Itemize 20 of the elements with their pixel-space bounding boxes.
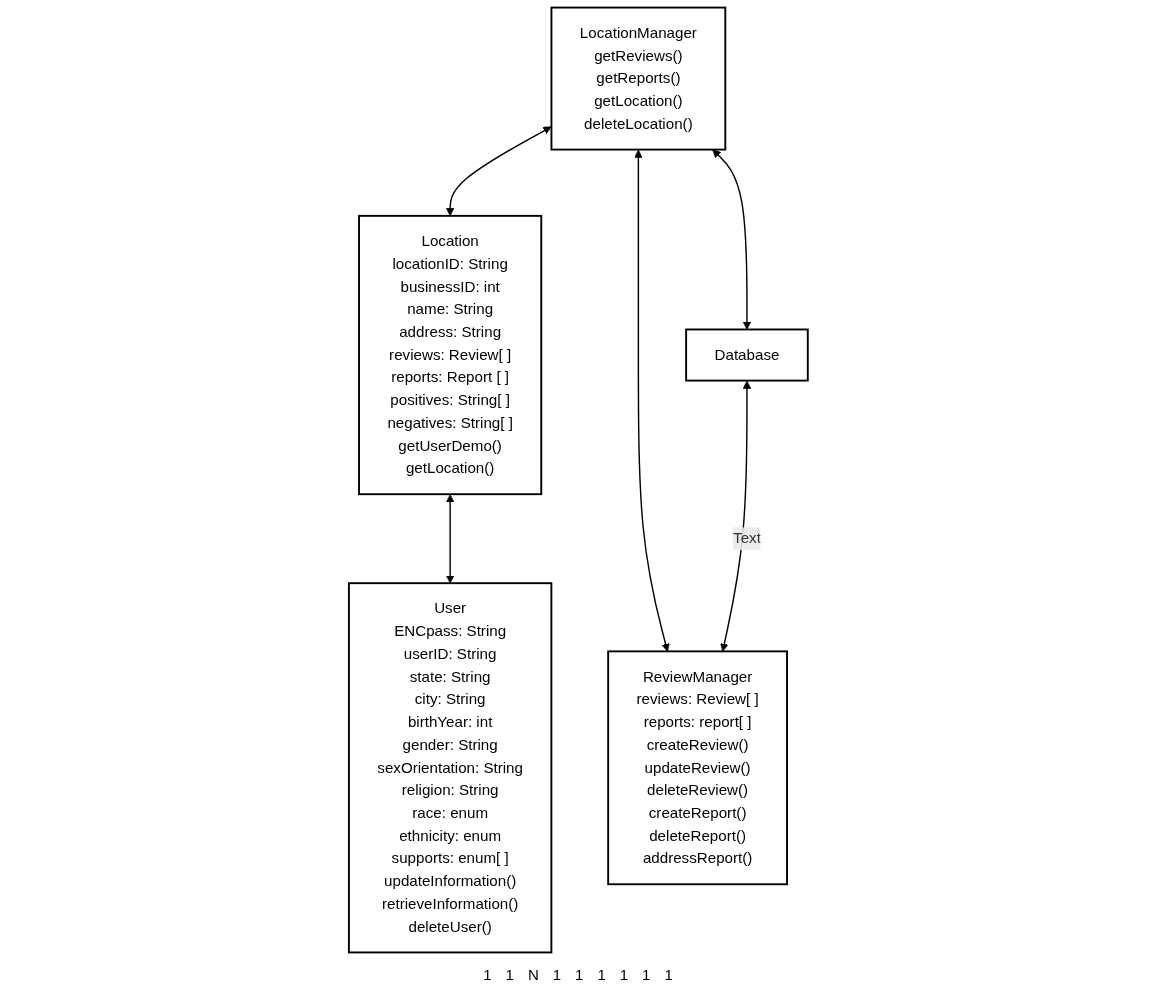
multiplicity-label: 1: [597, 966, 606, 983]
multiplicity-label: 1: [552, 966, 562, 983]
node-box: Location locationID: String businessID: int name: String address: String reviews: Review[ ] reports: Report [ ] positives: String[ ] negatives: String[ ] getUserDemo() getLocation(): [357, 214, 542, 496]
arrow: [445, 494, 454, 584]
multiplicity-label: 1: [642, 966, 651, 983]
arrow: [445, 126, 552, 217]
arrow: [719, 380, 751, 652]
node-box: ReviewManager reviews: Review[ ] reports: report[ ] createReview() updateReview() deleteReview() createReport() deleteReport() addressReport(): [606, 650, 788, 886]
node-box: LocationManager getReviews() getReports() getLocation() deleteLocation(): [550, 6, 726, 151]
multiplicity-label: 1: [505, 966, 514, 983]
multiplicity-label: 1: [575, 966, 584, 983]
multiplicity-label: 1: [619, 966, 629, 983]
node-box: Database: [684, 328, 809, 382]
multiplicity-label: 1: [664, 966, 673, 983]
arrow: [633, 149, 670, 652]
multiplicity-label: N: [527, 966, 539, 983]
multiplicity-label: 1: [483, 966, 492, 983]
edge-label: Text: [732, 530, 761, 547]
node-box: User ENCpass: String userID: String state: String city: String birthYear: int gender: String sexOrientation: String religion: String race: enum ethnicity: enum supports: enum[ ] updateInformation() retrieveInformation() deleteUser(): [347, 582, 552, 954]
arrow: [711, 149, 751, 330]
